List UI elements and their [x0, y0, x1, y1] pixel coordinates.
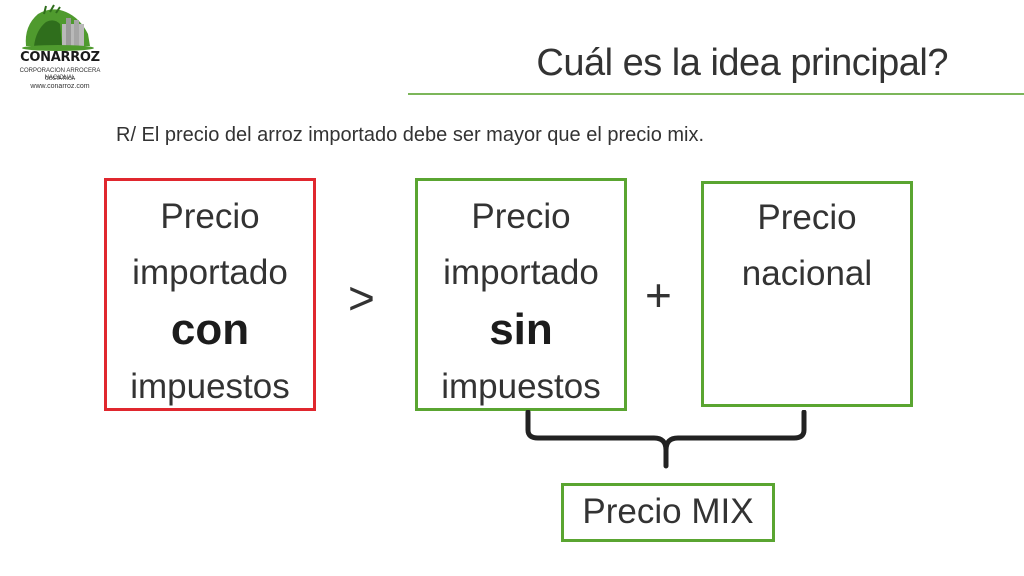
box-precio-mix: Precio MIX — [561, 483, 775, 542]
box-line: Precio — [757, 198, 857, 237]
title-divider — [408, 93, 1024, 95]
box-line: importado — [132, 253, 288, 292]
conarroz-logo: CONARROZ CORPORACION ARROCERA NACIONAL C… — [4, 4, 116, 92]
plus-operator: + — [645, 269, 672, 321]
logo-website: www.conarroz.com — [30, 83, 90, 90]
logo-subtitle: CORPORACION ARROCERA NACIONAL — [19, 68, 101, 81]
box-precio-importado-sin-impuestos: Precio importado sin impuestos — [415, 178, 627, 411]
box-line: nacional — [741, 254, 873, 293]
box-precio-nacional: Precio nacional — [701, 181, 913, 407]
box-line: impuestos — [130, 367, 290, 406]
logo-country: COSTA RICA — [45, 76, 75, 82]
box-precio-importado-con-impuestos: Precio importado con impuestos — [104, 178, 316, 411]
greater-than-operator: > — [348, 272, 375, 324]
box-keyword: con — [170, 305, 250, 354]
logo-emblem-icon — [22, 4, 94, 51]
curly-brace-icon — [525, 410, 807, 469]
answer-text: R/ El precio del arroz importado debe se… — [116, 124, 705, 146]
box-line: importado — [443, 253, 599, 292]
box-line: Precio — [471, 197, 571, 236]
page-title: Cuál es la idea principal? — [536, 42, 948, 84]
box-keyword: sin — [489, 305, 553, 354]
logo-name: CONARROZ — [20, 50, 100, 65]
box-line: impuestos — [441, 367, 601, 406]
box-line: Precio — [160, 197, 260, 236]
